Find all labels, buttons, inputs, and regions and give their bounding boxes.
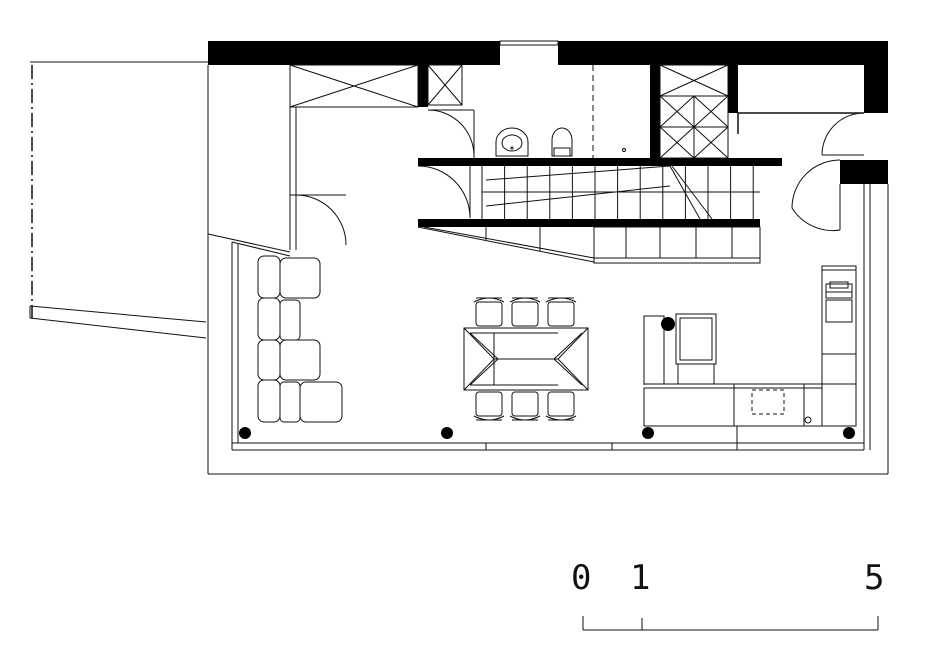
doors [289,109,865,250]
dining-chair [473,297,505,327]
terrace [29,61,208,339]
interior-walls [418,65,864,227]
under-stair-cabinets [417,226,761,264]
sofa [257,255,343,423]
wc-room [427,64,626,158]
dining-chair [509,391,541,421]
scale-label-0: 0 [571,558,592,598]
column [441,427,453,439]
dining-chair [545,391,577,421]
dining-chair [509,297,541,327]
scale-label-1: 1 [630,558,651,598]
dining-chair [545,297,577,327]
technical-shaft [659,64,729,159]
building-outline [207,65,889,475]
staircase [481,165,760,220]
column [642,427,654,439]
storage-cabinet [289,64,419,196]
scale-bar [582,616,879,631]
dining-table [463,327,589,391]
kitchen [643,265,857,427]
column [843,427,855,439]
exterior-walls [208,40,888,184]
columns [239,427,855,439]
dining-chairs [473,297,577,421]
dining-chair [473,391,505,421]
column [239,427,251,439]
scale-label-5: 5 [864,558,885,598]
